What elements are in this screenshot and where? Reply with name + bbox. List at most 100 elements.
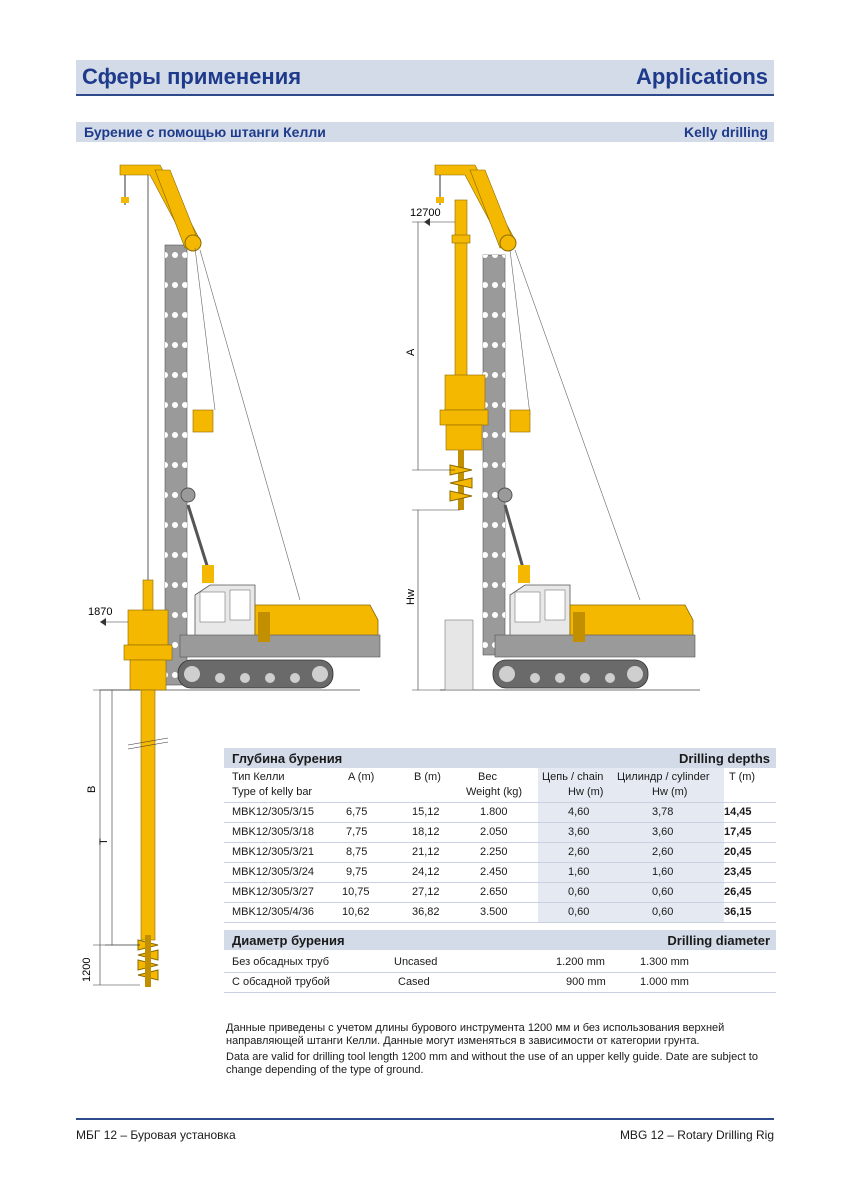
- depths-title-en: Drilling depths: [679, 751, 770, 766]
- cell-type: MBK12/305/4/36: [232, 906, 314, 918]
- col-b: B (m): [414, 771, 441, 783]
- cell-type: MBK12/305/3/18: [232, 826, 314, 838]
- cell-weight: 2.250: [480, 846, 508, 858]
- dim-t-label: T: [98, 838, 110, 845]
- note-en: Data are valid for drilling tool length …: [226, 1051, 758, 1076]
- subsection-header: Бурение с помощью штанги Келли Kelly dri…: [76, 122, 774, 142]
- cell-chain: 1,60: [568, 866, 590, 878]
- cell-type: MBK12/305/3/27: [232, 886, 314, 898]
- cell-t: 36,15: [724, 906, 752, 918]
- drilling-depths-table: Глубина бурения Drilling depths Тип Келл…: [224, 748, 776, 923]
- page-footer: МБГ 12 – Буровая установка MBG 12 – Rota…: [76, 1118, 774, 1142]
- cell-a: 7,75: [346, 826, 368, 838]
- table-row: Без обсадных труб Uncased 1.200 mm 1.300…: [224, 953, 776, 973]
- subsection-title-ru: Бурение с помощью штанги Келли: [84, 124, 326, 140]
- section-header: Сферы применения Applications: [76, 60, 774, 96]
- table-row: MBK12/305/3/27 10,75 27,12 2.650 0,60 0,…: [224, 883, 776, 903]
- cell-cyl: 1,60: [652, 866, 674, 878]
- cell-weight: 2.450: [480, 866, 508, 878]
- cell-t: 26,45: [724, 886, 752, 898]
- cell-weight: 2.050: [480, 826, 508, 838]
- cell-cyl: 3,60: [652, 826, 674, 838]
- cell-type: MBK12/305/3/21: [232, 846, 314, 858]
- col-type-ru: Тип Келли: [232, 771, 285, 783]
- col-chain-ru: Цепь / chain: [542, 771, 604, 783]
- cell-b: 36,82: [412, 906, 440, 918]
- drilling-depths-header: Глубина бурения Drilling depths: [224, 748, 776, 768]
- col-type-en: Type of kelly bar: [232, 786, 313, 798]
- note-ru: Данные приведены с учетом длины бурового…: [226, 1022, 725, 1047]
- section-title-ru: Сферы применения: [82, 64, 302, 89]
- col-weight-en: Weight (kg): [466, 786, 523, 798]
- col-chain-en: Hw (m): [568, 786, 604, 798]
- dim-a-label: A: [405, 348, 417, 356]
- cell-a: 6,75: [346, 806, 368, 818]
- section-title-en: Applications: [635, 64, 768, 89]
- cell-b: 24,12: [412, 866, 440, 878]
- cell-casing-en: Uncased: [394, 956, 438, 968]
- cell-t: 23,45: [724, 866, 752, 878]
- cell-t: 14,45: [724, 806, 752, 818]
- footer-left: МБГ 12 – Буровая установка: [76, 1128, 236, 1142]
- cell-b: 18,12: [412, 826, 440, 838]
- cell-cyl: 3,78: [652, 806, 674, 818]
- dim-12700-label: 12700: [410, 207, 441, 219]
- depths-column-headers: Тип Келли Type of kelly bar A (m) B (m) …: [224, 768, 776, 803]
- cell-casing-ru: С обсадной трубой: [232, 976, 330, 988]
- cell-a: 10,75: [342, 886, 370, 898]
- cell-casing-en: Cased: [398, 976, 430, 988]
- cell-b: 27,12: [412, 886, 440, 898]
- cell-chain: 4,60: [568, 806, 590, 818]
- table-row: С обсадной трубой Cased 900 mm 1.000 mm: [224, 973, 776, 993]
- kelly-drilling-drawing: 1870 B T 1200: [81, 164, 700, 987]
- cell-a: 10,62: [342, 906, 370, 918]
- cell-t: 17,45: [724, 826, 752, 838]
- cell-type: MBK12/305/3/24: [232, 866, 314, 878]
- cell-cyl: 2,60: [652, 846, 674, 858]
- table-row: MBK12/305/3/18 7,75 18,12 2.050 3,60 3,6…: [224, 823, 776, 843]
- table-row: MBK12/305/3/15 6,75 15,12 1.800 4,60 3,7…: [224, 803, 776, 823]
- cell-a: 8,75: [346, 846, 368, 858]
- col-cyl-ru: Цилиндр / cylinder: [617, 771, 710, 783]
- cell-weight: 1.800: [480, 806, 508, 818]
- dim-1870-label: 1870: [88, 606, 112, 618]
- cell-chain: 3,60: [568, 826, 590, 838]
- table-row: MBK12/305/3/24 9,75 24,12 2.450 1,60 1,6…: [224, 863, 776, 883]
- footer-right: MBG 12 – Rotary Drilling Rig: [619, 1128, 774, 1142]
- dim-b-label: B: [86, 786, 98, 793]
- right-dimensions: [412, 221, 460, 691]
- cell-cyl: 0,60: [652, 906, 674, 918]
- table-row: MBK12/305/3/21 8,75 21,12 2.250 2,60 2,6…: [224, 843, 776, 863]
- drilling-diameter-header: Диаметр бурения Drilling diameter: [224, 930, 776, 950]
- cell-cyl: 0,60: [652, 886, 674, 898]
- cell-weight: 2.650: [480, 886, 508, 898]
- dim-hw-label: Hw: [405, 589, 417, 605]
- cell-a: 9,75: [346, 866, 368, 878]
- subsection-title-en: Kelly drilling: [683, 124, 768, 140]
- cell-diameter-2: 1.300 mm: [640, 956, 689, 968]
- diameter-title-en: Drilling diameter: [667, 933, 770, 948]
- left-dimensions: [93, 621, 140, 986]
- cell-casing-ru: Без обсадных труб: [232, 956, 330, 968]
- depths-title-ru: Глубина бурения: [232, 751, 343, 766]
- cell-diameter-1: 900 mm: [566, 976, 606, 988]
- cell-diameter-2: 1.000 mm: [640, 976, 689, 988]
- right-rig-illustration: [434, 164, 700, 691]
- cell-b: 21,12: [412, 846, 440, 858]
- left-rig-illustration: [100, 164, 381, 987]
- col-weight-ru: Вес: [478, 771, 497, 783]
- dim-1200-label: 1200: [81, 958, 93, 982]
- cell-b: 15,12: [412, 806, 440, 818]
- table-row: MBK12/305/4/36 10,62 36,82 3.500 0,60 0,…: [224, 903, 776, 923]
- cell-chain: 2,60: [568, 846, 590, 858]
- cell-weight: 3.500: [480, 906, 508, 918]
- cell-t: 20,45: [724, 846, 752, 858]
- col-t: T (m): [729, 771, 756, 783]
- drilling-diameter-table: Диаметр бурения Drilling diameter Без об…: [224, 930, 776, 993]
- diameter-title-ru: Диаметр бурения: [232, 933, 345, 948]
- col-a: A (m): [348, 771, 375, 783]
- notes: Данные приведены с учетом длины бурового…: [226, 1022, 786, 1080]
- cell-chain: 0,60: [568, 906, 590, 918]
- cell-chain: 0,60: [568, 886, 590, 898]
- cell-type: MBK12/305/3/15: [232, 806, 314, 818]
